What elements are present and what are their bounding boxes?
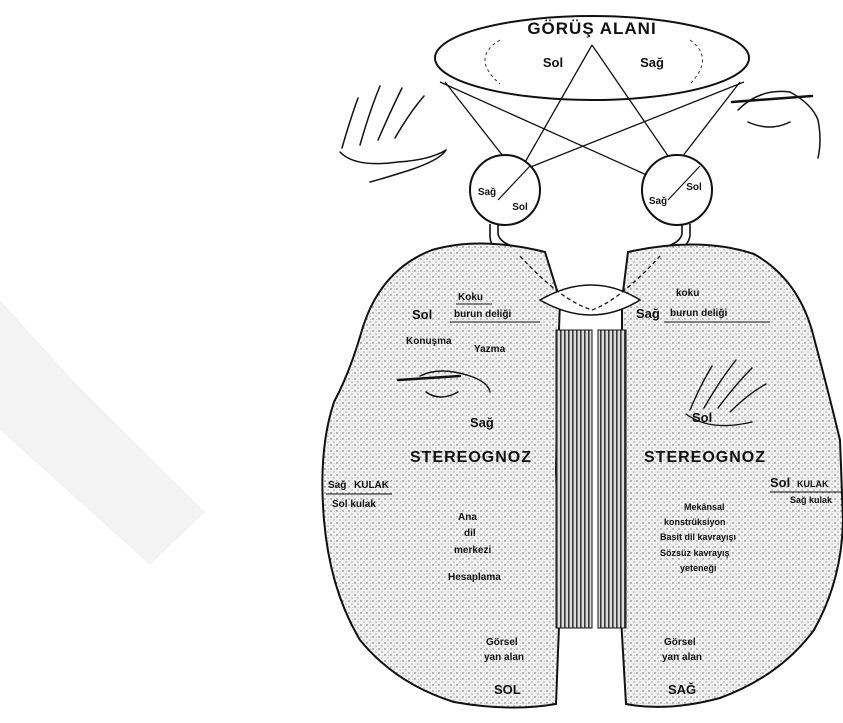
right-hemisphere-name: SAĞ — [668, 682, 696, 697]
right-hand-with-pencil-sketch — [732, 91, 820, 158]
left-hand-sketch — [340, 86, 446, 182]
left-ear-other-label: Sol kulak — [332, 499, 376, 510]
right-smell-label: koku — [676, 288, 699, 299]
right-spatial-label-2: konstrüksiyon — [664, 517, 726, 527]
left-ear-side-label: Sağ — [328, 480, 346, 491]
left-smell-label: Koku — [458, 292, 483, 303]
left-speech-label: Konuşma — [406, 336, 452, 347]
right-nostril-label: burun deliği — [670, 308, 727, 319]
right-ear-side-label: Sol — [770, 475, 790, 490]
left-ear-label: KULAK — [354, 480, 390, 491]
visual-field: GÖRÜŞ ALANI Sol Sağ — [435, 16, 749, 100]
left-nostril-label: burun deliği — [454, 309, 511, 320]
left-writing-label: Yazma — [474, 344, 506, 355]
right-nonverbal-label-2: yeteneği — [680, 563, 717, 573]
left-visual-label-1: Görsel — [486, 637, 518, 648]
right-stereognosis-label: STEREOGNOZ — [644, 449, 766, 466]
right-ear-label: KULAK — [797, 479, 829, 489]
left-language-label-2: dil — [464, 528, 476, 539]
right-eye-right-label: Sağ — [649, 196, 667, 207]
right-nostril-side-label: Sağ — [636, 306, 660, 321]
right-simple-language-label: Basit dil kavrayışı — [660, 532, 736, 542]
right-hand-side-label: Sol — [692, 410, 712, 425]
right-spatial-label-1: Mekânsal — [684, 502, 725, 512]
left-stereognosis-label: STEREOGNOZ — [410, 449, 532, 466]
watermark-chevron — [0, 300, 205, 565]
left-eye: Sağ Sol — [470, 155, 540, 225]
right-ear-other-label: Sağ kulak — [790, 495, 833, 505]
visual-field-title: GÖRÜŞ ALANI — [527, 19, 656, 38]
left-visual-label-2: yan alan — [484, 652, 524, 663]
left-hemisphere-name: SOL — [494, 682, 521, 697]
visual-field-right-label: Sağ — [640, 55, 664, 70]
right-eye-left-label: Sol — [686, 182, 702, 193]
right-nonverbal-label-1: Sözsüz kavrayış — [660, 548, 730, 558]
right-visual-label-1: Görsel — [664, 637, 696, 648]
visual-field-left-label: Sol — [543, 55, 563, 70]
left-language-label-3: merkezi — [454, 545, 491, 556]
left-hand-side-label: Sağ — [470, 415, 494, 430]
left-calculation-label: Hesaplama — [448, 572, 501, 583]
left-nostril-side-label: Sol — [412, 307, 432, 322]
left-hemisphere — [322, 243, 560, 707]
left-eye-right-label: Sağ — [478, 187, 496, 198]
right-visual-label-2: yan alan — [662, 652, 702, 663]
right-eye: Sağ Sol — [642, 155, 712, 225]
left-language-label-1: Ana — [458, 512, 477, 523]
left-eye-left-label: Sol — [512, 202, 528, 213]
